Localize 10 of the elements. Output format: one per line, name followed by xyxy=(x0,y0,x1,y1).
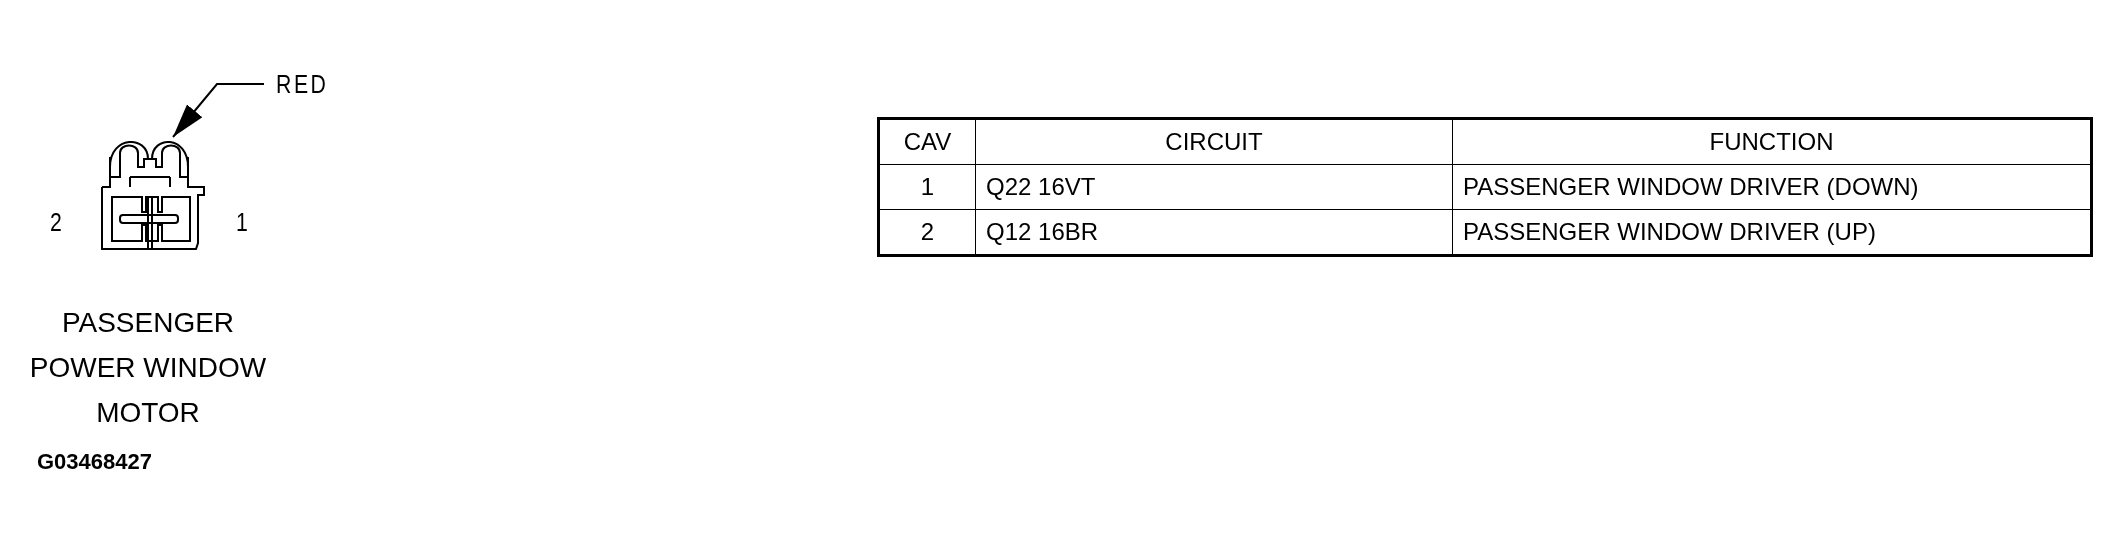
figure-code: G03468427 xyxy=(37,449,152,475)
column-header: CAV xyxy=(878,118,976,165)
pin-number: 2 xyxy=(50,210,62,235)
component-name: PASSENGER POWER WINDOW MOTOR xyxy=(28,306,268,430)
leader-line xyxy=(172,83,265,138)
table-cell: Q22 16VT xyxy=(975,164,1453,210)
callout-text: RED xyxy=(276,72,329,97)
column-header: CIRCUIT xyxy=(975,118,1453,165)
pin-number: 1 xyxy=(236,210,248,235)
table-cell: 1 xyxy=(878,164,976,210)
